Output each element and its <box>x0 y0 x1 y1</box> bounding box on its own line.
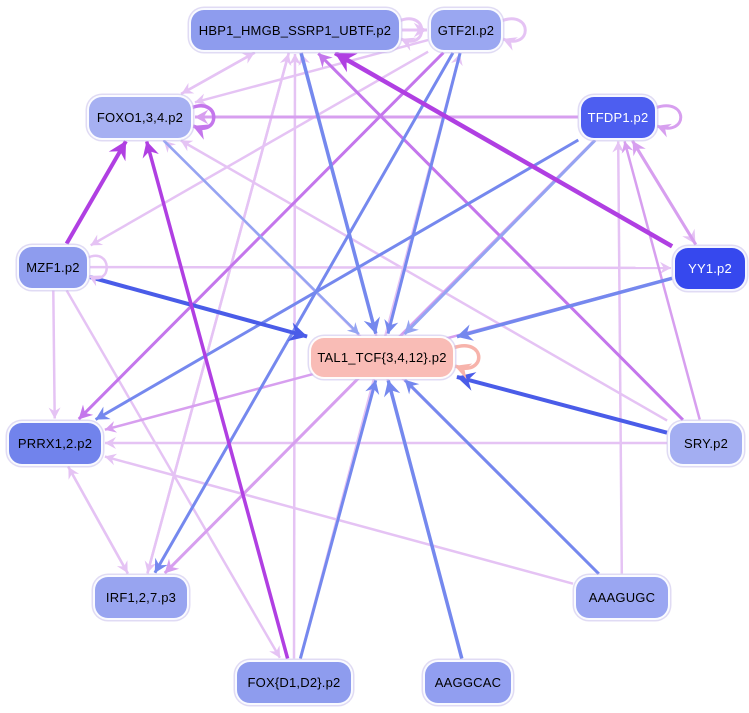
edge-mzf1-to-prrx <box>48 290 61 419</box>
node-label: TAL1_TCF{3,4,12}.p2 <box>317 349 447 365</box>
edge-yy1-to-hbp1 <box>333 51 674 249</box>
edge-aaagugc-to-tal1 <box>403 378 600 575</box>
edge-prrx-to-irf <box>67 465 129 574</box>
edge-mzf1-to-foxo <box>64 140 128 245</box>
self-loop-hbp1 <box>398 17 424 51</box>
edge-yy1-to-tfdp1 <box>631 140 698 246</box>
node-label: GTF2I.p2 <box>437 22 495 38</box>
edge-gtf2i-to-tal1 <box>384 52 462 334</box>
edge-fox-to-tal1 <box>298 380 380 659</box>
edge-sry-to-tal1 <box>456 372 668 435</box>
node-aaagugc[interactable]: AAAGUGC <box>574 574 670 620</box>
node-irf[interactable]: IRF1,2,7.p3 <box>93 574 189 620</box>
self-loop-tal1 <box>452 344 481 380</box>
node-fox[interactable]: FOX{D1,D2}.p2 <box>235 659 353 705</box>
node-gtf2i[interactable]: GTF2I.p2 <box>429 8 503 52</box>
edge-aaggcac-to-tal1 <box>384 379 464 659</box>
node-label: AAAGUGC <box>588 589 656 605</box>
self-loop-tfdp1 <box>654 104 683 138</box>
node-label: TFDP1.p2 <box>587 109 649 125</box>
node-label: IRF1,2,7.p3 <box>105 589 177 605</box>
edge-foxo-to-hbp1 <box>180 51 255 96</box>
edge-gtf2i-to-irf <box>153 52 455 574</box>
node-label: SRY.p2 <box>683 435 729 451</box>
edge-fox-to-hbp1 <box>288 53 301 659</box>
edge-tfdp1-to-tal1 <box>403 139 597 336</box>
node-label: MZF1.p2 <box>26 259 80 275</box>
node-aaggcac[interactable]: AAGGCAC <box>423 659 513 705</box>
self-loop-foxo <box>190 104 216 140</box>
node-label: YY1.p2 <box>688 260 732 276</box>
self-loop-mzf1 <box>86 254 108 287</box>
node-label: AAGGCAC <box>434 674 502 690</box>
edge-yy1-to-tal1 <box>456 276 673 341</box>
edge-sry-to-foxo <box>180 139 668 422</box>
self-loop-gtf2i <box>500 17 527 51</box>
node-sry[interactable]: SRY.p2 <box>668 420 744 466</box>
node-label: FOX{D1,D2}.p2 <box>247 674 341 690</box>
node-yy1[interactable]: YY1.p2 <box>673 245 747 291</box>
node-foxo[interactable]: FOXO1,3,4.p2 <box>87 94 193 140</box>
node-label: FOXO1,3,4.p2 <box>96 109 184 125</box>
node-label: HBP1_HMGB_SSRP1_UBTF.p2 <box>198 22 392 38</box>
node-tal1[interactable]: TAL1_TCF{3,4,12}.p2 <box>309 335 455 379</box>
edge-foxo-to-tal1 <box>162 139 360 335</box>
node-prrx[interactable]: PRRX1,2.p2 <box>7 420 103 466</box>
edge-fox-to-foxo <box>142 140 290 659</box>
node-mzf1[interactable]: MZF1.p2 <box>17 244 89 290</box>
edge-gtf2i-to-mzf1 <box>90 50 429 247</box>
node-hbp1[interactable]: HBP1_HMGB_SSRP1_UBTF.p2 <box>189 8 401 52</box>
edge-tfdp1-to-prrx <box>94 138 580 421</box>
node-tfdp1[interactable]: TFDP1.p2 <box>579 94 657 140</box>
edge-hbp1-to-tal1 <box>299 52 380 335</box>
edge-mzf1-to-yy1 <box>89 261 672 274</box>
edge-mzf1-to-tal1 <box>89 275 308 342</box>
node-label: PRRX1,2.p2 <box>17 435 93 451</box>
